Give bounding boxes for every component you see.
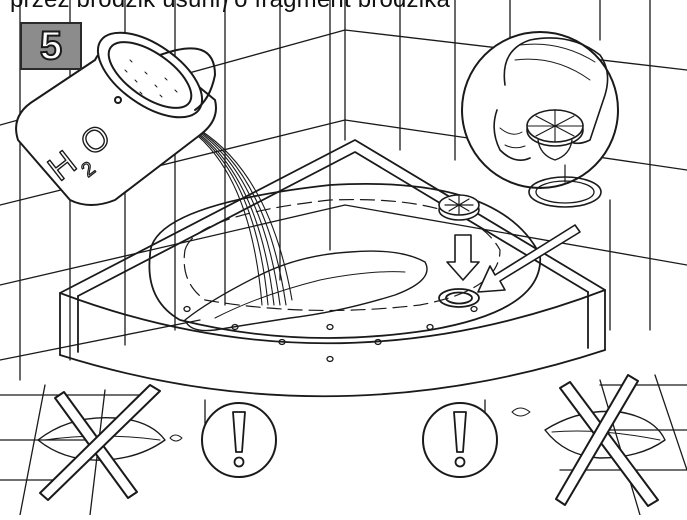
drain-cover [438,194,480,221]
exclamation-icon [453,411,467,468]
water-puddle [184,250,428,332]
forbidden-leaves-left [37,384,183,501]
exclamation-icon [232,411,246,468]
cross-icon [39,384,161,501]
cross-icon [555,374,659,507]
drain-arrow [446,234,480,281]
step-number: 5 [39,24,63,68]
insert-arrow [477,224,581,293]
step-badge: 5 [20,22,82,70]
shower-tray [59,139,606,398]
forbidden-leaves-right [511,374,666,507]
warning-right [422,402,498,478]
warning-left [201,402,277,478]
drain [438,288,480,308]
pour-droplets [124,59,178,98]
massage-jets [183,305,478,363]
detail-magnifier [461,31,619,208]
water-bucket [15,31,217,206]
instruction-caption: przez brodzik usuniƒô fragment brodzika [10,0,450,14]
